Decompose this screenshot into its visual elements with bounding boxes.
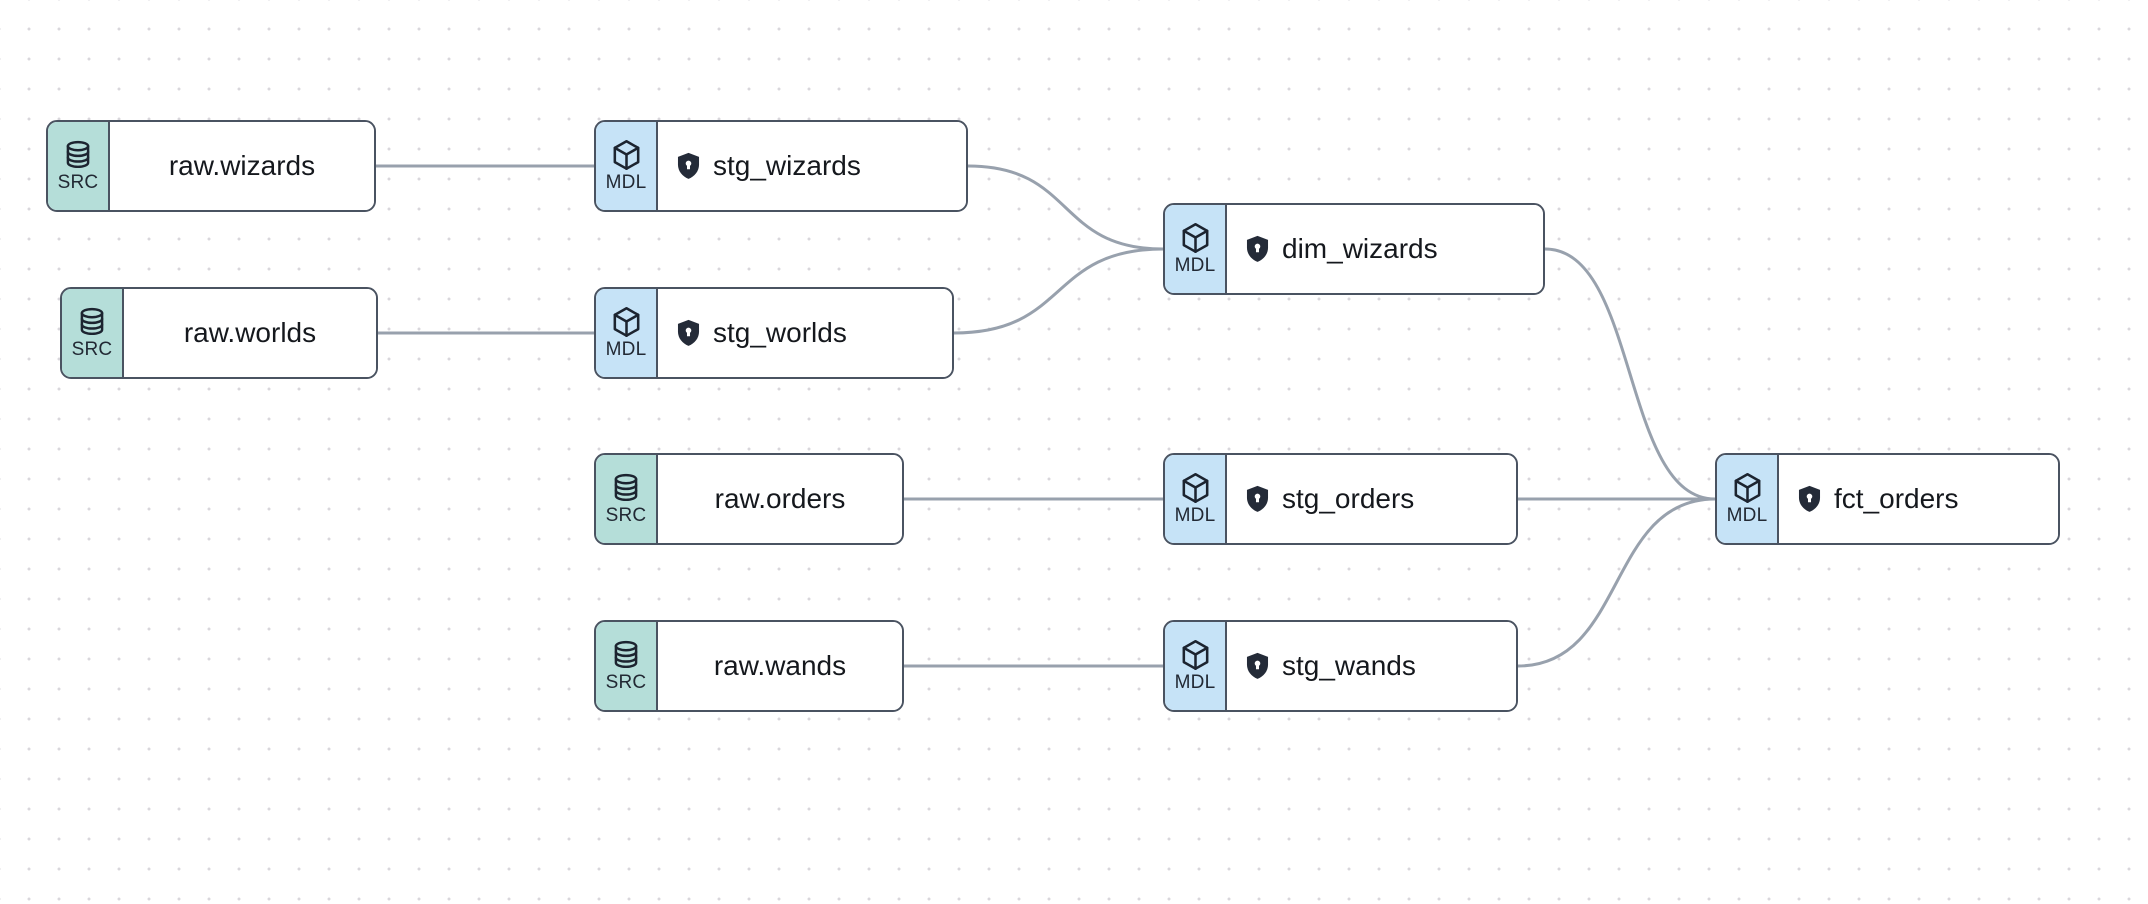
node-label: dim_wizards [1282, 233, 1438, 264]
node-body: raw.wizards [110, 122, 374, 210]
database-icon [611, 640, 641, 672]
node-body: dim_wizards [1227, 205, 1543, 293]
lineage-node-dim_wizards[interactable]: MDL dim_wizards [1163, 203, 1545, 295]
node-body: stg_wands [1227, 622, 1516, 710]
node-body: raw.worlds [124, 289, 376, 377]
shield-lock-icon [1797, 485, 1822, 513]
shield-lock-icon [1245, 652, 1270, 680]
lineage-node-fct_orders[interactable]: MDL fct_orders [1715, 453, 2060, 545]
lineage-edge-stg_wizards-to-dim_wizards [966, 164, 1165, 251]
node-body: raw.orders [658, 455, 902, 543]
node-type-label: SRC [71, 338, 113, 360]
node-body: stg_wizards [658, 122, 966, 210]
lineage-node-stg_orders[interactable]: MDL stg_orders [1163, 453, 1518, 545]
node-type-label: SRC [57, 171, 99, 193]
shield-lock-icon [1245, 485, 1270, 513]
node-type-label: MDL [605, 339, 647, 360]
node-label: raw.wizards [168, 150, 316, 181]
lineage-node-raw_wands[interactable]: SRC raw.wands [594, 620, 904, 712]
node-label: raw.orders [714, 483, 846, 514]
shield-lock-icon [676, 152, 701, 180]
lineage-edge-dim_wizards-to-fct_orders [1543, 247, 1717, 501]
node-type-badge-mdl: MDL [596, 289, 658, 377]
cube-icon [1180, 639, 1211, 672]
node-type-label: MDL [1174, 672, 1216, 693]
node-type-badge-mdl: MDL [1165, 455, 1227, 543]
lineage-node-raw_wizards[interactable]: SRC raw.wizards [46, 120, 376, 212]
cube-icon [1732, 472, 1763, 505]
node-body: stg_orders [1227, 455, 1516, 543]
node-label: stg_wizards [713, 150, 861, 181]
node-type-badge-src: SRC [596, 455, 658, 543]
lineage-node-raw_orders[interactable]: SRC raw.orders [594, 453, 904, 545]
node-label: stg_wands [1282, 650, 1416, 681]
node-type-label: MDL [1174, 505, 1216, 526]
node-type-badge-mdl: MDL [1717, 455, 1779, 543]
shield-lock-icon [676, 319, 701, 347]
lineage-edge-stg_worlds-to-dim_wizards [952, 247, 1165, 335]
lineage-edge-stg_wands-to-fct_orders [1516, 497, 1717, 668]
node-type-label: SRC [605, 671, 647, 693]
shield-lock-icon [1245, 235, 1270, 263]
node-body: raw.wands [658, 622, 902, 710]
lineage-node-stg_wands[interactable]: MDL stg_wands [1163, 620, 1518, 712]
node-label: raw.wands [713, 650, 847, 681]
node-label: raw.worlds [183, 317, 317, 348]
node-type-badge-src: SRC [596, 622, 658, 710]
node-type-badge-src: SRC [62, 289, 124, 377]
cube-icon [611, 139, 642, 172]
node-type-label: MDL [1726, 505, 1768, 526]
node-type-badge-mdl: MDL [1165, 622, 1227, 710]
lineage-node-stg_wizards[interactable]: MDL stg_wizards [594, 120, 968, 212]
node-type-label: MDL [605, 172, 647, 193]
node-type-label: SRC [605, 504, 647, 526]
node-type-label: MDL [1174, 255, 1216, 276]
node-type-badge-mdl: MDL [596, 122, 658, 210]
node-label: stg_worlds [713, 317, 847, 348]
node-type-badge-src: SRC [48, 122, 110, 210]
database-icon [77, 307, 107, 339]
node-type-badge-mdl: MDL [1165, 205, 1227, 293]
database-icon [63, 140, 93, 172]
cube-icon [611, 306, 642, 339]
node-body: stg_worlds [658, 289, 952, 377]
lineage-node-raw_worlds[interactable]: SRC raw.worlds [60, 287, 378, 379]
node-label: stg_orders [1282, 483, 1415, 514]
database-icon [611, 473, 641, 505]
node-body: fct_orders [1779, 455, 2058, 543]
cube-icon [1180, 472, 1211, 505]
cube-icon [1180, 222, 1211, 255]
node-label: fct_orders [1834, 483, 1959, 514]
lineage-node-stg_worlds[interactable]: MDL stg_worlds [594, 287, 954, 379]
